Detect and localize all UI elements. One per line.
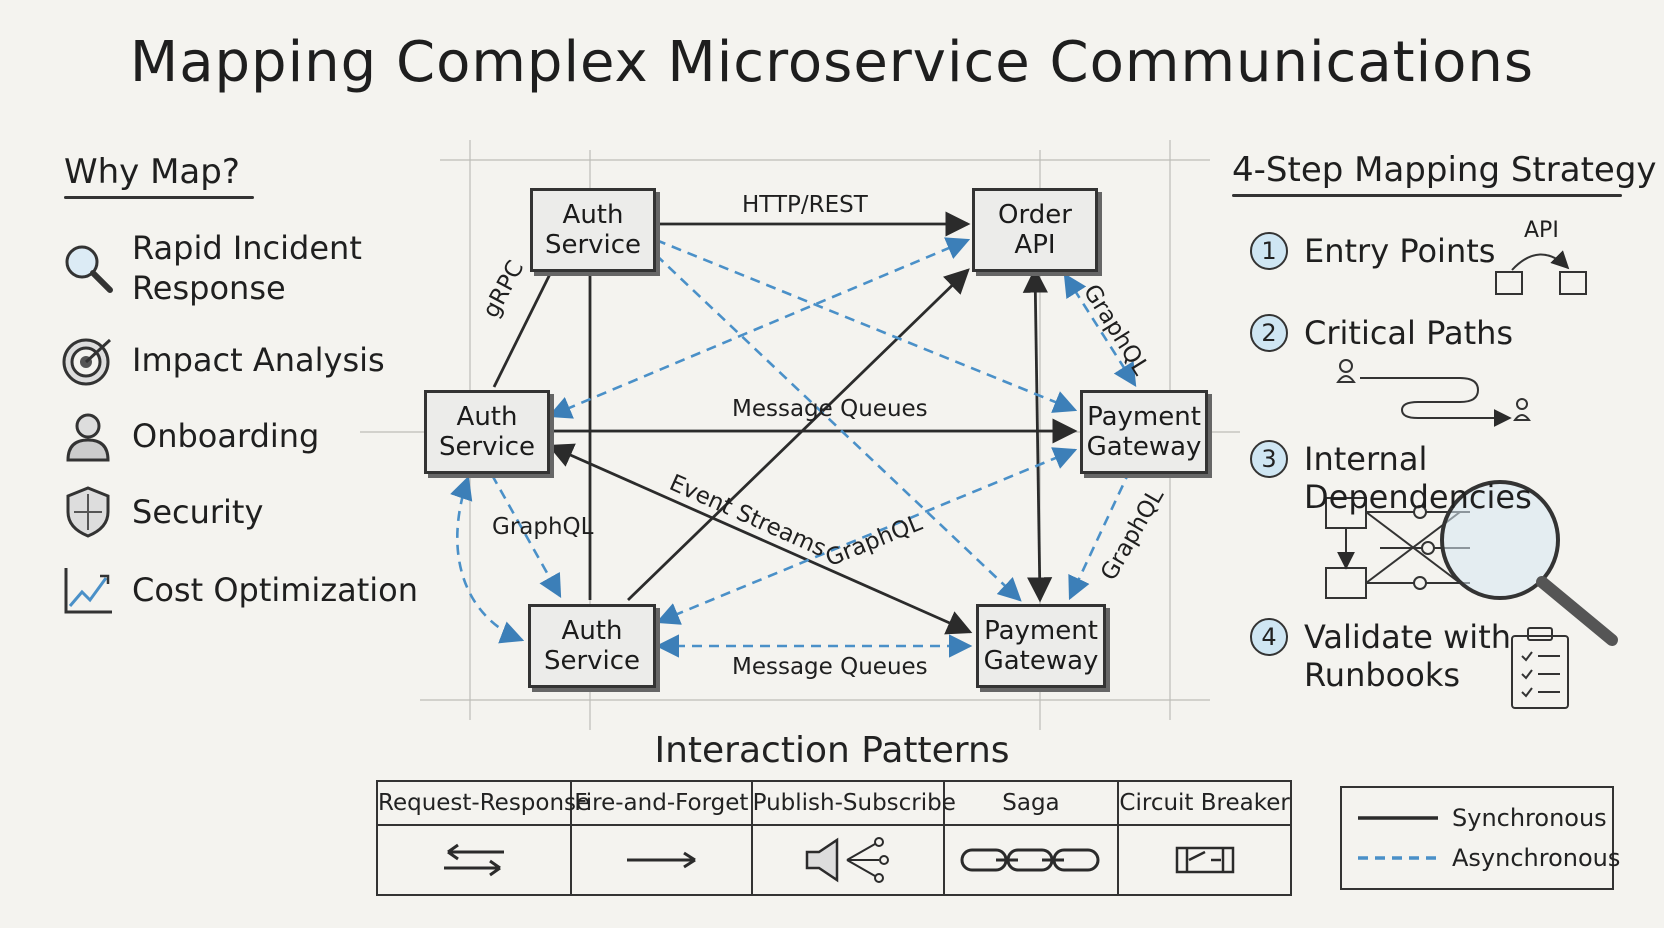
why-item-incident: Rapid Incident Response (60, 228, 362, 308)
why-item-impact: Impact Analysis (60, 332, 385, 388)
node-order-api[interactable]: Order API (972, 188, 1098, 272)
strategy-illustrations (1325, 250, 1618, 709)
node-auth-service-bottom[interactable]: Auth Service (528, 604, 656, 688)
circuit-breaker-icon (1175, 846, 1234, 874)
magnifier-handle-icon (1536, 576, 1618, 646)
why-map-heading: Why Map? (64, 152, 254, 199)
trend-chart-icon (64, 568, 112, 614)
why-item-cost: Cost Optimization (60, 562, 418, 618)
page-title: Mapping Complex Microservice Communicati… (129, 30, 1535, 95)
step-label: Validate with Runbooks (1304, 618, 1512, 694)
pattern-label: Fire-and-Forget (572, 782, 751, 826)
pattern-label: Saga (944, 782, 1118, 826)
edge-order-payment-bot (1022, 267, 1053, 603)
edge-graphql-center (655, 447, 1078, 625)
why-item-label: Impact Analysis (132, 341, 385, 379)
edge-label-http-rest: HTTP/REST (742, 192, 868, 218)
why-item-label: Cost Optimization (132, 571, 419, 609)
target-icon (62, 338, 112, 386)
async-edges (450, 237, 1137, 658)
step-internal-dependencies: 3 Internal Dependencies (1250, 440, 1664, 516)
dashed-line-icon (1358, 856, 1438, 860)
critical-path-line-icon (1360, 377, 1512, 427)
pattern-request-response: Request-Response (378, 782, 590, 894)
step-number: 1 (1250, 232, 1288, 270)
why-item-onboarding: Onboarding (60, 408, 319, 464)
api-box-right-icon (1559, 271, 1587, 295)
step-critical-paths: 2 Critical Paths (1250, 314, 1513, 352)
patterns-heading: Interaction Patterns (654, 730, 1010, 771)
legend: Synchronous Asynchronous (1340, 786, 1620, 890)
pattern-circuit-breaker: Circuit Breaker (1119, 782, 1290, 894)
step-label: Critical Paths (1304, 314, 1514, 352)
right-arrow-icon (627, 851, 697, 869)
node-payment-gateway-bottom[interactable]: Payment Gateway (976, 604, 1106, 688)
legend-synchronous: Synchronous (1358, 804, 1607, 832)
pattern-publish-subscribe: Publish-Subscribe (752, 782, 956, 894)
edge-payment-mid-bot (1068, 469, 1132, 601)
edge-label-message-queues-mid: Message Queues (732, 396, 928, 422)
edge-label-message-queues-bottom: Message Queues (732, 654, 928, 680)
step-number: 3 (1250, 440, 1288, 478)
chain-links-icon (960, 848, 1100, 872)
step-number: 4 (1250, 618, 1288, 656)
api-arrow-icon (1511, 250, 1570, 271)
edge-auth-top-payment-mid (655, 238, 1078, 413)
megaphone-icon (805, 837, 889, 883)
node-auth-service-top[interactable]: Auth Service (530, 188, 656, 272)
why-item-security: Security (60, 484, 263, 540)
edge-auth-mid-bot-curve (450, 475, 525, 644)
why-item-label: Onboarding (132, 417, 320, 455)
pattern-label: Request-Response (378, 782, 590, 826)
step-number: 2 (1250, 314, 1288, 352)
shield-icon (66, 486, 110, 538)
patterns-table: Request-Response Fire-and-Forget Publish… (376, 780, 1292, 896)
pattern-label: Circuit Breaker (1119, 782, 1290, 826)
strategy-heading-text: 4-Step Mapping Strategy (1232, 150, 1657, 190)
legend-label: Synchronous (1452, 804, 1607, 832)
pattern-fire-and-forget: Fire-and-Forget (572, 782, 753, 894)
edge-grpc (492, 269, 554, 388)
api-box-left-icon (1495, 271, 1523, 295)
step-entry-points: 1 Entry Points (1250, 232, 1495, 270)
solid-line-icon (1358, 816, 1438, 820)
person-icon (66, 413, 110, 462)
bidirectional-arrows-icon (444, 843, 504, 877)
pattern-label: Publish-Subscribe (752, 782, 956, 826)
strategy-heading: 4-Step Mapping Strategy (1232, 150, 1657, 197)
magnifier-icon (65, 245, 113, 293)
step-label: Internal Dependencies (1304, 440, 1532, 516)
edge-label-graphql-left: GraphQL (492, 514, 594, 540)
edge-auth-mid-order-async (547, 237, 971, 419)
node-payment-gateway-mid[interactable]: Payment Gateway (1080, 390, 1208, 474)
step-label: Entry Points (1304, 232, 1496, 270)
magnifier-lens-icon (1440, 480, 1560, 600)
step-validate-runbooks: 4 Validate with Runbooks (1250, 618, 1511, 694)
legend-label: Asynchronous (1452, 844, 1621, 872)
edge-graphql-order-payment (1063, 273, 1137, 387)
legend-asynchronous: Asynchronous (1358, 844, 1620, 872)
why-item-label: Security (132, 493, 264, 531)
why-map-heading-text: Why Map? (64, 152, 240, 192)
clipboard-icon (1511, 635, 1569, 709)
pattern-saga: Saga (944, 782, 1120, 894)
api-illustration-label: API (1524, 218, 1559, 243)
why-item-label: Rapid Incident Response (132, 229, 362, 307)
path-start-person-icon (1339, 359, 1353, 373)
node-auth-service-mid[interactable]: Auth Service (424, 390, 550, 474)
